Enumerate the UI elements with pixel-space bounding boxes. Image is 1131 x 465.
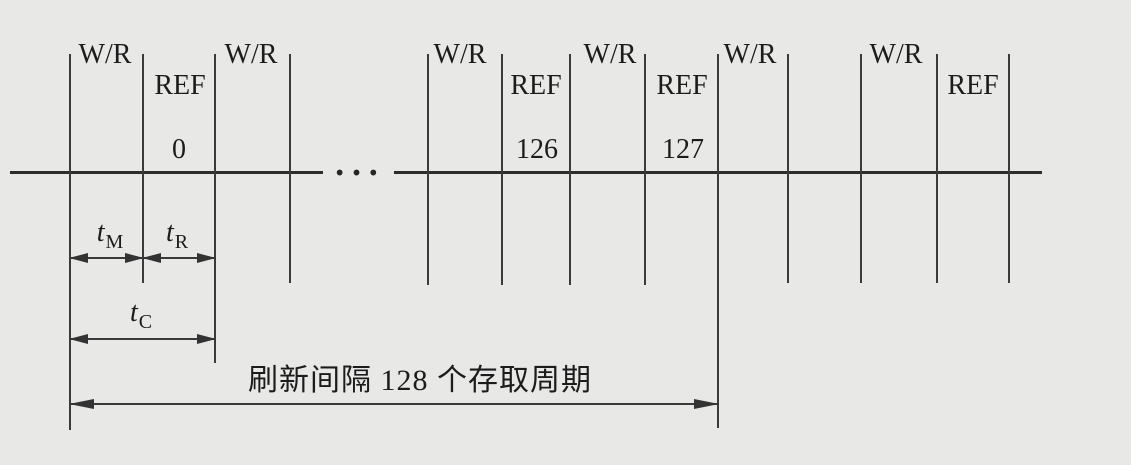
refresh-number-127: 127	[662, 134, 704, 165]
tr-label: tR	[165, 217, 188, 253]
arrowhead-right-icon	[125, 253, 144, 263]
arrowhead-left-icon	[69, 253, 88, 263]
arrowhead-right-icon	[197, 334, 216, 344]
cycle-boundary-line	[787, 54, 789, 283]
wr-cycle-label: W/R	[869, 39, 923, 70]
ref-cycle-label: REF	[510, 70, 562, 101]
arrow-shaft	[70, 338, 215, 340]
cycle-boundary-line	[501, 54, 503, 285]
tm-dimension-arrow	[69, 252, 144, 264]
tm-label: tM	[96, 217, 124, 253]
arrowhead-left-icon	[142, 253, 161, 263]
ref-cycle-label: REF	[656, 70, 708, 101]
cycle-boundary-line	[860, 54, 862, 283]
refresh-number-126: 126	[516, 134, 558, 165]
arrowhead-left-icon	[69, 399, 94, 409]
tm-symbol: t	[96, 217, 105, 248]
cycle-boundary-line	[214, 54, 216, 363]
wr-cycle-label: W/R	[583, 39, 637, 70]
tc-label: tC	[129, 297, 152, 333]
tc-subscript: C	[138, 311, 153, 333]
arrow-shaft	[143, 257, 215, 259]
wr-cycle-label: W/R	[78, 39, 132, 70]
cycle-boundary-line	[936, 54, 938, 283]
wr-cycle-label: W/R	[433, 39, 487, 70]
time-axis-left-segment	[10, 171, 323, 174]
cycle-boundary-line	[427, 54, 429, 285]
refresh-interval-arrow	[69, 398, 719, 410]
tr-symbol: t	[165, 217, 174, 248]
arrowhead-right-icon	[197, 253, 216, 263]
cycle-boundary-line	[142, 54, 144, 283]
arrowhead-right-icon	[694, 399, 719, 409]
wr-cycle-label: W/R	[723, 39, 777, 70]
ref-cycle-label: REF	[154, 70, 206, 101]
ellipsis-dots: •••	[333, 161, 385, 185]
cycle-boundary-line	[69, 54, 71, 430]
cycle-boundary-line	[569, 54, 571, 285]
ref-cycle-label: REF	[947, 70, 999, 101]
tm-subscript: M	[105, 231, 124, 253]
cycle-boundary-line	[717, 54, 719, 428]
cycle-boundary-line	[644, 54, 646, 285]
arrow-shaft	[70, 257, 143, 259]
tc-dimension-arrow	[69, 333, 216, 345]
cycle-boundary-line	[289, 54, 291, 283]
tc-symbol: t	[129, 297, 138, 328]
tr-dimension-arrow	[142, 252, 216, 264]
cycle-boundary-line	[1008, 54, 1010, 283]
arrow-shaft	[70, 403, 718, 405]
refresh-interval-label: 刷新间隔 128 个存取周期	[248, 364, 592, 397]
wr-cycle-label: W/R	[224, 39, 278, 70]
tr-subscript: R	[174, 231, 189, 253]
arrowhead-left-icon	[69, 334, 88, 344]
refresh-number-0: 0	[172, 134, 186, 165]
